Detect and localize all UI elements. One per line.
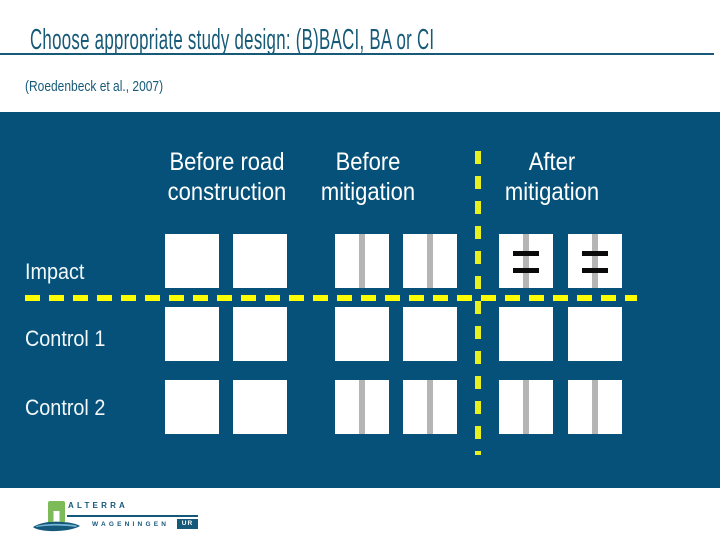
row-label-control-2: Control 2 [25,395,106,420]
plot-cell-road [403,380,457,434]
logo-divider-line [67,515,198,517]
column-header-line: mitigation [320,178,416,206]
crossing-marker [513,268,539,273]
before-after-divider-line [475,151,481,455]
plot-cell-road [568,380,622,434]
plot-cell-empty [165,380,219,434]
road-line [592,380,598,434]
plot-cell-road-crossing [568,234,622,288]
road-line [359,234,365,288]
alterra-arch-icon [33,501,80,532]
plot-cell-empty [165,307,219,361]
column-header-line: Before [335,148,401,176]
plot-cell-road [335,234,389,288]
road-line [523,380,529,434]
road-line [359,380,365,434]
column-header-line: Before road [169,148,285,176]
logo-wave-highlight [36,523,77,527]
logo-badge-ur: UR [177,519,198,529]
road-line [523,234,529,288]
plot-cell-empty [403,307,457,361]
plot-cell-empty [233,234,287,288]
row-label-control-1: Control 1 [25,326,106,351]
title-underline [0,53,714,55]
citation-text: (Roedenbeck et al., 2007) [25,78,164,95]
plot-cell-road [499,380,553,434]
plot-cell-empty [335,307,389,361]
crossing-marker [582,251,608,256]
plot-cell-empty [499,307,553,361]
road-line [427,380,433,434]
logo-wave-shape [33,521,80,532]
plot-cell-road-crossing [499,234,553,288]
column-header-before-mitigation: Before mitigation [306,147,429,207]
plot-cell-empty [233,380,287,434]
diagram-panel: Before road construction Before mitigati… [0,112,720,488]
plot-cell-road [403,234,457,288]
logo-text-wageningen: WAGENINGEN [92,521,170,528]
plot-cell-empty [568,307,622,361]
plot-cell-road [335,380,389,434]
column-header-line: mitigation [504,178,600,206]
column-header-before-construction: Before road construction [157,147,298,207]
logo-arch-shape [48,501,65,522]
impact-control-divider-line [25,295,637,301]
crossing-marker [513,251,539,256]
road-line [592,234,598,288]
column-header-line: After [528,148,576,176]
column-header-line: construction [167,178,287,206]
column-header-after-mitigation: After mitigation [490,147,613,207]
logo-text-alterra: ALTERRA [68,501,129,510]
row-label-impact: Impact [25,259,85,284]
slide-title: Choose appropriate study design: (B)BACI… [30,24,435,56]
crossing-marker [582,268,608,273]
road-line [427,234,433,288]
plot-cell-empty [233,307,287,361]
plot-cell-empty [165,234,219,288]
